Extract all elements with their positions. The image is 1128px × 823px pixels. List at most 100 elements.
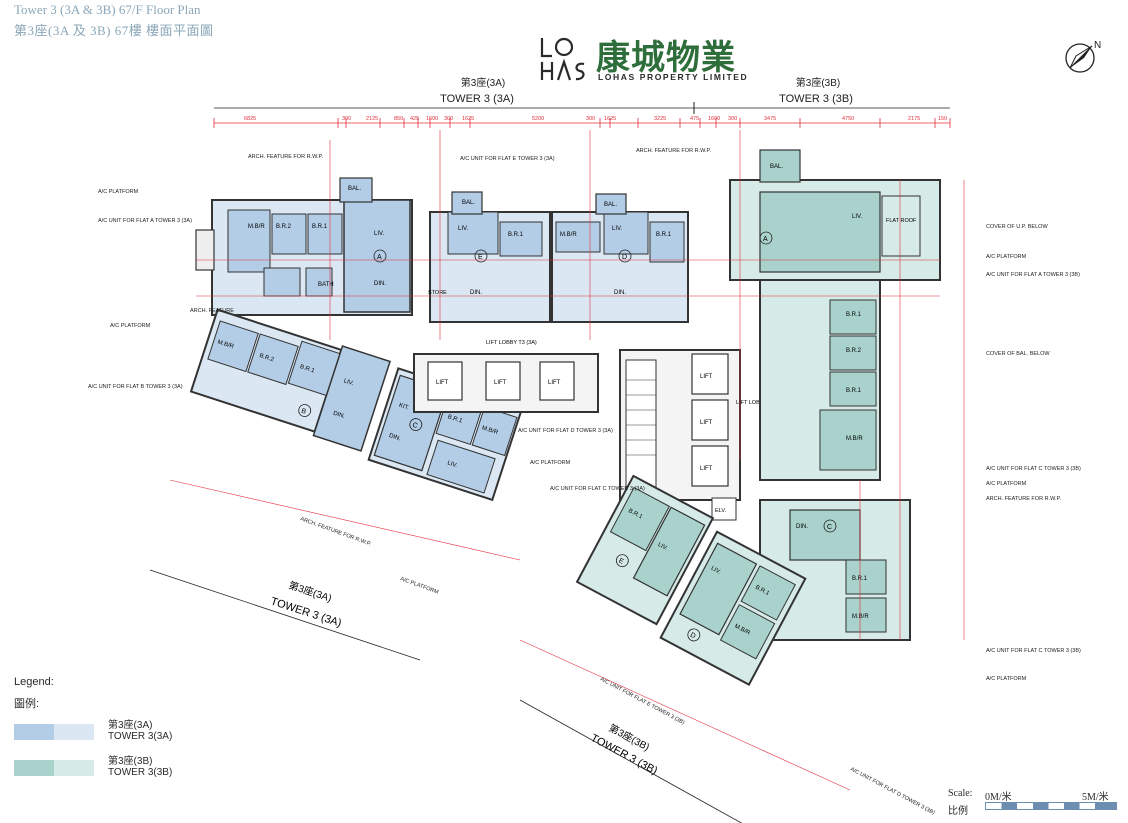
dim-3a-13: 1600 (708, 116, 720, 122)
label-mbr-c-3a: M.B/R (481, 425, 499, 436)
label-din-c-3a: DIN. (388, 433, 402, 443)
dim-3a-7: 1625 (462, 116, 474, 122)
label-din-b-3a: DIN. (332, 411, 346, 421)
flat-d-3b-living (679, 542, 758, 636)
unit-badge-c-3a: C (411, 422, 418, 430)
tower-3a-header-en: TOWER 3 (3A) (440, 93, 514, 105)
core-lifts: LIFT LIFT LIFT LIFT LOBBY T3 (3A) LIFT L… (413, 340, 787, 521)
scale-label: Scale: (948, 788, 973, 799)
label-lift-1: LIFT (436, 380, 449, 386)
label-br2-a-3b: B.R.2 (846, 348, 862, 354)
scale-bar (985, 802, 1117, 810)
callout-ac-platform-center: A/C PLATFORM (530, 460, 571, 466)
callout-ac-unit-c-3b-2: A/C UNIT FOR FLAT C TOWER 3 (3B) (986, 648, 1081, 654)
label-din-a-3a: DIN. (374, 281, 386, 287)
label-bal-e-3a: BAL. (462, 200, 475, 206)
label-lift-2: LIFT (494, 380, 507, 386)
dim-3a-10: 1625 (604, 116, 616, 122)
label-liv-c-3a: LIV. (446, 460, 458, 469)
unit-badge-c-3b: C (827, 524, 832, 531)
dimension-grid (169, 130, 965, 791)
label-liv-d-3b: LIV. (710, 566, 722, 576)
dim-3a-0: 6825 (244, 116, 256, 122)
callout-cover-bal: COVER OF BAL. BELOW (986, 351, 1050, 357)
dim-3a-8: 5200 (532, 116, 544, 122)
bottom-label-3a-en: TOWER 3 (3A) (269, 595, 343, 629)
callout-ac-unit-c-3a: A/C UNIT FOR FLAT C TOWER 3 (3A) (550, 486, 645, 492)
dim-3a-4: 425 (410, 116, 419, 122)
label-din-c-3b: DIN. (796, 524, 808, 530)
label-bath-a-3a: BATH (318, 282, 334, 288)
north-arrow-icon: N (1062, 36, 1106, 76)
unit-badge-a-3b: A (763, 236, 768, 243)
callout-ac-platform-right3: A/C PLATFORM (986, 676, 1027, 682)
label-liv-d-3a: LIV. (612, 226, 622, 232)
brand-name-zh: 康城物業 (596, 38, 736, 78)
legend-3a-zh: 第3座(3A) (108, 720, 153, 731)
label-store-e-3a: STORE (428, 290, 447, 296)
callout-arch-feature-left: ARCH. FEATURE (190, 308, 234, 314)
label-mbr-a-3a: M.B/R (248, 224, 265, 230)
label-br2-a-3a: B.R.2 (276, 224, 292, 230)
unit-badge-e-3a: E (478, 254, 483, 261)
label-din-d-3a: DIN. (614, 290, 626, 296)
label-lift-lobby-3a: LIFT LOBBY T3 (3A) (486, 340, 537, 346)
callout-ac-platform-left: A/C PLATFORM (110, 323, 151, 329)
callout-ac-platform-right2: A/C PLATFORM (986, 481, 1027, 487)
top-dimension-values: 6825 300 2125 850 425 1600 300 1625 5200… (244, 116, 947, 122)
north-label: N (1094, 40, 1101, 51)
label-liv-a-3a: LIV. (374, 231, 384, 237)
legend-swatch-3a (14, 724, 94, 740)
callout-ac-unit-a-3a: A/C UNIT FOR FLAT A TOWER 3 (3A) (98, 218, 192, 224)
legend-swatch-3b (14, 760, 94, 776)
flat-e-3b-living (632, 506, 706, 597)
legend-title-zh: 圖例: (14, 698, 40, 710)
flat-e-3a-living (447, 211, 499, 255)
dim-3b-2: 4750 (842, 116, 854, 122)
dim-3a-9: 300 (586, 116, 595, 122)
callout-arch-rwp-4: ARCH. FEATURE FOR R.W.P. (299, 516, 372, 547)
label-elv: ELV. (715, 508, 726, 514)
callout-ac-unit-e-3b: A/C UNIT FOR FLAT E TOWER 3 (3B) (599, 676, 685, 726)
label-lift-3: LIFT (548, 380, 561, 386)
callout-ac-platform-bottom: A/C PLATFORM (399, 576, 439, 596)
label-liv-a-3b: LIV. (852, 214, 862, 220)
brand-logo (538, 34, 590, 82)
label-kit-c-3a: KIT. (398, 403, 410, 412)
dim-3b-4: 150 (938, 116, 947, 122)
label-br1-c-3a: B.R.1 (447, 414, 464, 425)
bottom-label-3a-zh: 第3座(3A) (287, 578, 333, 604)
label-mbr-c-3b: M.B/R (852, 614, 869, 620)
unit-badge-d-3a: D (622, 254, 627, 261)
tower-3b-header-zh: 第3座(3B) (796, 76, 840, 89)
unit-badge-b-3a: B (300, 408, 307, 416)
plan-title-en: Tower 3 (3A & 3B) 67/F Floor Plan (14, 2, 201, 17)
scale-max: 5M/米 (1082, 792, 1109, 803)
flat-c-3b-living (789, 509, 861, 561)
scale-label-zh: 比例 (948, 806, 968, 817)
legend-title: Legend: (14, 676, 54, 688)
dim-3a-12: 475 (690, 116, 699, 122)
brand-name-en: LOHAS PROPERTY LIMITED (598, 72, 749, 82)
dim-3a-6: 300 (444, 116, 453, 122)
flat-a-3b-living (759, 191, 881, 273)
callout-ac-unit-c-3b-1: A/C UNIT FOR FLAT C TOWER 3 (3B) (986, 466, 1081, 472)
label-lift-5: LIFT (700, 420, 713, 426)
flat-b-3a-living (312, 345, 391, 452)
callout-ac-unit-a-3b: A/C UNIT FOR FLAT A TOWER 3 (3B) (986, 272, 1080, 278)
label-din-e-3a: DIN. (470, 290, 482, 296)
flat-d-3a-living (603, 211, 649, 255)
label-mbr-d-3a: M.B/R (560, 232, 577, 238)
callout-ac-platform-top: A/C PLATFORM (98, 189, 139, 195)
label-br1b-a-3b: B.R.1 (846, 388, 862, 394)
dim-3a-1: 300 (342, 116, 351, 122)
label-liv-e-3a: LIV. (458, 226, 468, 232)
callout-ac-unit-e-3a: A/C UNIT FOR FLAT E TOWER 3 (3A) (460, 156, 555, 162)
scale-min: 0M/米 (985, 792, 1012, 803)
label-br1-b-3a: B.R.1 (299, 364, 316, 375)
callout-arch-rwp-2: ARCH. FEATURE FOR R.W.P. (636, 148, 711, 154)
label-bal-d-3a: BAL. (604, 202, 617, 208)
label-lift-4: LIFT (700, 374, 713, 380)
label-mbr-b-3a: M.B/R (217, 339, 235, 350)
